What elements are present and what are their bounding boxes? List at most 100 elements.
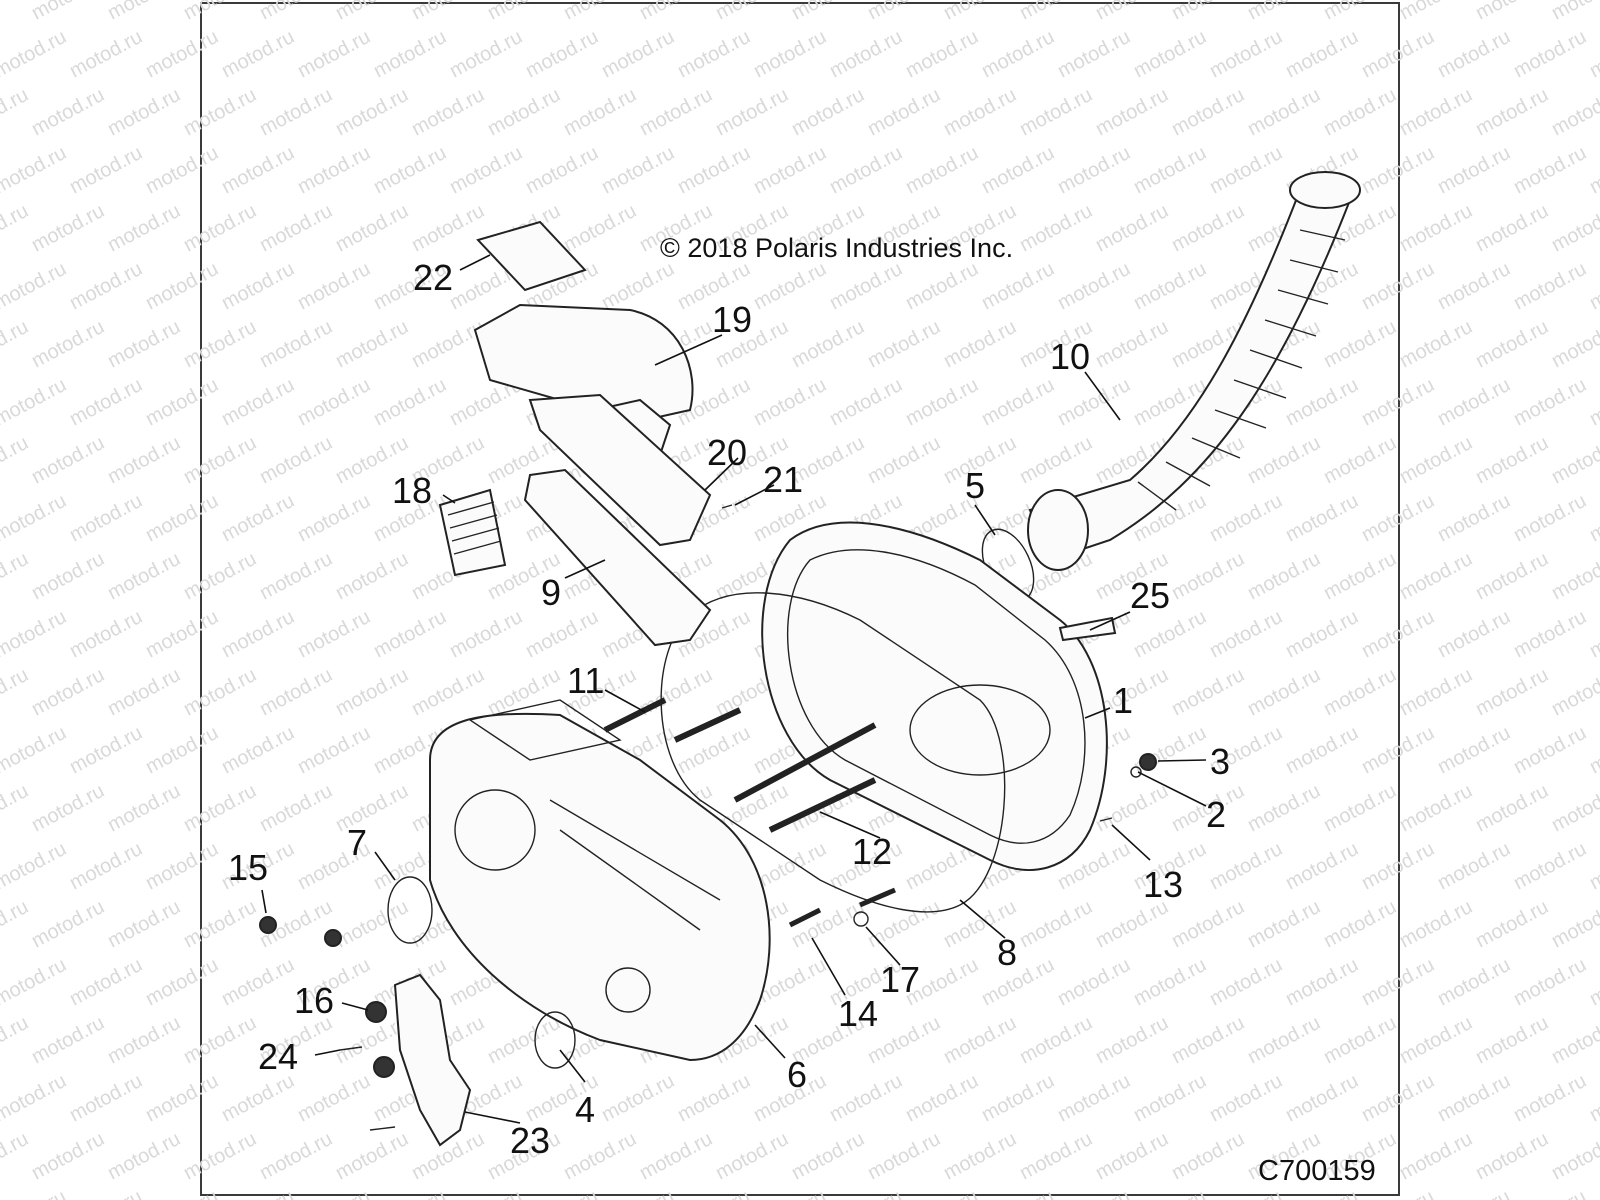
watermark-text: motod.ru	[1016, 896, 1096, 952]
watermark-text: motod.ru	[1282, 1070, 1362, 1126]
watermark-text: motod.ru	[0, 838, 70, 894]
watermark-text: motod.ru	[1358, 606, 1438, 662]
watermark-text: motod.ru	[1244, 548, 1324, 604]
watermark-text: motod.ru	[864, 896, 944, 952]
seal-4-part	[534, 1011, 576, 1069]
watermark-text: motod.ru	[142, 838, 222, 894]
watermark-text: motod.ru	[332, 200, 412, 256]
watermark-text: motod.ru	[1092, 316, 1172, 372]
watermark-text: motod.ru	[294, 26, 374, 82]
watermark-text: motod.ru	[1168, 1012, 1248, 1068]
watermark-text: motod.ru	[28, 548, 108, 604]
watermark-text: motod.ru	[1472, 664, 1552, 720]
watermark-text: motod.ru	[1358, 1070, 1438, 1126]
watermark-text: motod.ru	[1282, 722, 1362, 778]
watermark-text: motod.ru	[750, 26, 830, 82]
watermark-text: motod.ru	[0, 954, 70, 1010]
watermark-text: motod.ru	[446, 26, 526, 82]
watermark-text: motod.ru	[598, 26, 678, 82]
watermark-text: motod.ru	[294, 374, 374, 430]
washer-17-part	[853, 911, 869, 927]
watermark-text: motod.ru	[560, 200, 640, 256]
watermark-text: motod.ru	[1130, 142, 1210, 198]
watermark-text: motod.ru	[1434, 722, 1514, 778]
watermark-text: motod.ru	[1472, 0, 1552, 24]
watermark-text: motod.ru	[750, 1186, 830, 1200]
watermark-text: motod.ru	[1510, 142, 1590, 198]
watermark-text: motod.ru	[636, 1128, 716, 1184]
watermark-text: motod.ru	[1586, 1070, 1600, 1126]
watermark-text: motod.ru	[1282, 838, 1362, 894]
watermark-text: motod.ru	[1510, 606, 1590, 662]
watermark-text: motod.ru	[1358, 838, 1438, 894]
watermark-text: motod.ru	[1016, 1012, 1096, 1068]
watermark-text: motod.ru	[1320, 664, 1400, 720]
watermark-text: motod.ru	[256, 84, 336, 140]
callout-9: 9	[541, 572, 561, 613]
watermark-text: motod.ru	[1434, 258, 1514, 314]
watermark-text: motod.ru	[28, 432, 108, 488]
watermark-text: motod.ru	[1586, 722, 1600, 778]
watermark-text: motod.ru	[522, 142, 602, 198]
watermark-text: motod.ru	[1282, 606, 1362, 662]
watermark-text: motod.ru	[1472, 432, 1552, 488]
watermark-text: motod.ru	[28, 896, 108, 952]
watermark-text: motod.ru	[1130, 954, 1210, 1010]
watermark-text: motod.ru	[1320, 1012, 1400, 1068]
watermark-text: motod.ru	[826, 258, 906, 314]
watermark-text: motod.ru	[712, 84, 792, 140]
watermark-text: motod.ru	[1434, 1186, 1514, 1200]
watermark-text: motod.ru	[446, 1186, 526, 1200]
watermark-text: motod.ru	[1092, 780, 1172, 836]
watermark-text: motod.ru	[142, 606, 222, 662]
watermark-text: motod.ru	[522, 26, 602, 82]
watermark-text: motod.ru	[28, 664, 108, 720]
watermark-text: motod.ru	[0, 896, 32, 952]
watermark-text: motod.ru	[0, 374, 70, 430]
watermark-text: motod.ru	[902, 1070, 982, 1126]
watermark-text: motod.ru	[104, 664, 184, 720]
watermark-text: motod.ru	[28, 200, 108, 256]
watermark-text: motod.ru	[1206, 954, 1286, 1010]
callout-4: 4	[575, 1089, 595, 1130]
callout-8: 8	[997, 932, 1017, 973]
watermark-text: motod.ru	[636, 84, 716, 140]
watermark-text: motod.ru	[1548, 0, 1600, 24]
watermark-text: motod.ru	[0, 664, 32, 720]
watermark-text: motod.ru	[332, 664, 412, 720]
watermark-text: motod.ru	[332, 548, 412, 604]
watermark-text: motod.ru	[712, 1128, 792, 1184]
watermark-text: motod.ru	[1396, 664, 1476, 720]
watermark-text: motod.ru	[1434, 374, 1514, 430]
watermark-text: motod.ru	[0, 548, 32, 604]
watermark-text: motod.ru	[332, 84, 412, 140]
watermark-text: motod.ru	[294, 606, 374, 662]
watermark-text: motod.ru	[1358, 490, 1438, 546]
watermark-text: motod.ru	[1320, 896, 1400, 952]
watermark-text: motod.ru	[1396, 548, 1476, 604]
callout-1: 1	[1113, 680, 1133, 721]
watermark-text: motod.ru	[1092, 0, 1172, 24]
watermark-text: motod.ru	[1472, 548, 1552, 604]
callout-17: 17	[880, 959, 920, 1000]
watermark-text: motod.ru	[66, 142, 146, 198]
watermark-text: motod.ru	[142, 142, 222, 198]
watermark-text: motod.ru	[1054, 258, 1134, 314]
watermark-text: motod.ru	[1548, 1012, 1600, 1068]
watermark-text: motod.ru	[66, 954, 146, 1010]
callout-19: 19	[712, 299, 752, 340]
seal-plate-part	[523, 468, 712, 647]
watermark-text: motod.ru	[408, 84, 488, 140]
callout-22: 22	[413, 257, 453, 298]
watermark-text: motod.ru	[0, 1128, 32, 1184]
watermark-text: motod.ru	[218, 1070, 298, 1126]
callout-21: 21	[763, 459, 803, 500]
watermark-text: motod.ru	[66, 258, 146, 314]
watermark-text: motod.ru	[1434, 1070, 1514, 1126]
watermark-text: motod.ru	[1244, 664, 1324, 720]
watermark-text: motod.ru	[0, 1186, 70, 1200]
watermark-text: motod.ru	[218, 722, 298, 778]
watermark-text: motod.ru	[1548, 780, 1600, 836]
watermark-text: motod.ru	[256, 200, 336, 256]
